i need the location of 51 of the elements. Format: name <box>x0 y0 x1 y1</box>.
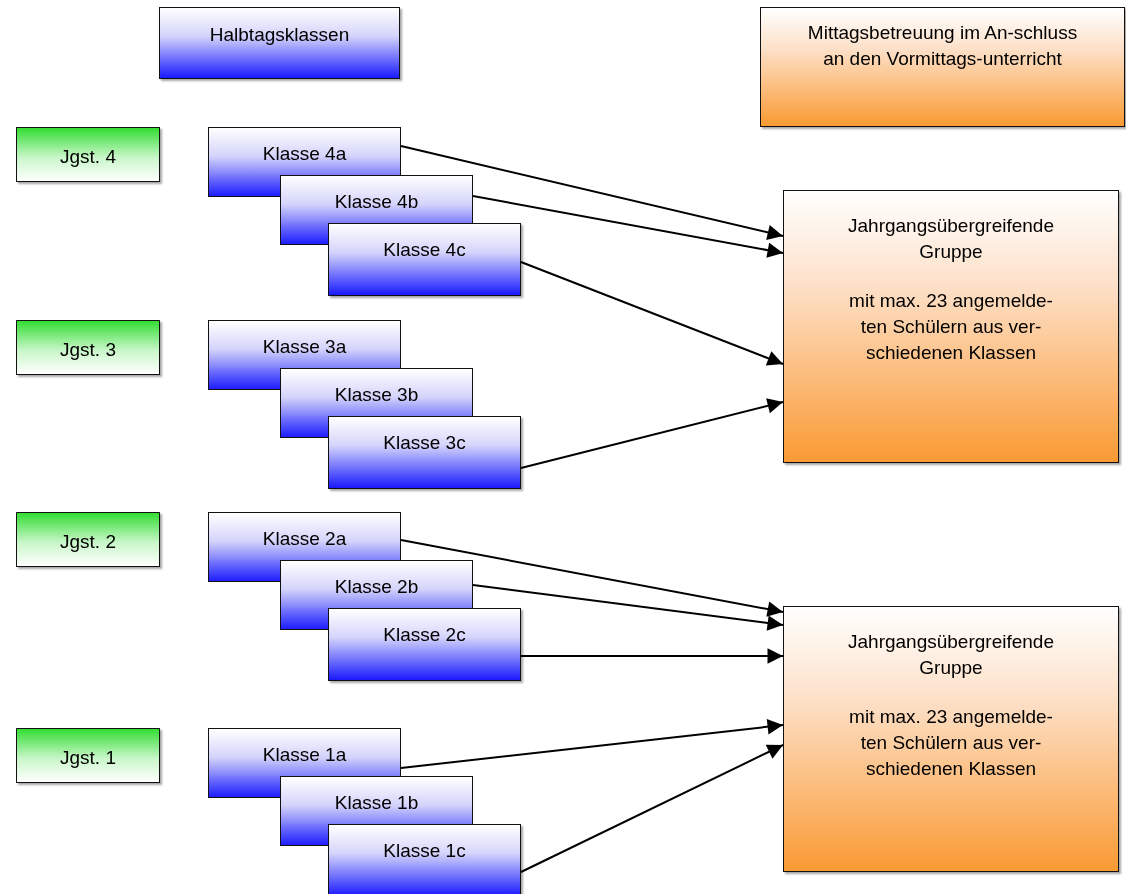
arrow <box>472 195 784 258</box>
arrow <box>400 145 784 240</box>
box-label: Jgst. 3 <box>59 338 117 362</box>
box-label: Klasse 4c <box>382 238 467 262</box>
header-box <box>159 7 400 79</box>
class-box <box>280 776 473 824</box>
arrow <box>400 539 784 617</box>
group-box <box>783 190 1119 463</box>
box-label: Jgst. 4 <box>59 145 117 169</box>
box-label: Mittagsbetreuung im An-schluss an den Vormittags-unterricht <box>806 21 1079 71</box>
group-title: Jahrgangsübergreifende Gruppe <box>847 630 1055 680</box>
class-box <box>328 223 521 296</box>
grade-box <box>16 320 160 375</box>
grade-box <box>16 728 160 783</box>
group-box <box>783 606 1119 872</box>
arrow <box>520 744 784 873</box>
box-label: Klasse 2c <box>382 623 467 647</box>
box-label: Klasse 4a <box>261 142 348 166</box>
box-label: Klasse 1a <box>261 743 348 767</box>
box-label: Klasse 4b <box>333 190 420 214</box>
box-label: Klasse 3a <box>261 335 348 359</box>
class-box <box>328 416 521 489</box>
group-description: mit max. 23 angemelde-ten Schülern aus ver-schiedenen Klassen <box>848 705 1054 781</box>
arrow <box>520 648 784 664</box>
arrow <box>520 261 784 366</box>
box-label: Klasse 3b <box>333 383 420 407</box>
box-label: Klasse 2b <box>333 575 420 599</box>
class-box <box>208 728 401 776</box>
grade-box <box>16 127 160 182</box>
box-label: Jgst. 2 <box>59 530 117 554</box>
box-label: Klasse 1c <box>382 839 467 863</box>
box-label: Klasse 3c <box>382 431 467 455</box>
group-description: mit max. 23 angemelde-ten Schülern aus ver-schiedenen Klassen <box>848 289 1054 365</box>
grade-box <box>16 512 160 567</box>
class-box <box>328 824 521 894</box>
header-box <box>760 7 1125 127</box>
box-label: Jgst. 1 <box>59 746 117 770</box>
class-box <box>208 512 401 560</box>
arrow <box>472 584 784 631</box>
box-label: Klasse 2a <box>261 527 348 551</box>
box-label: Klasse 1b <box>333 791 420 815</box>
class-box <box>208 320 401 368</box>
box-label: Halbtagsklassen <box>208 23 351 47</box>
class-box <box>280 560 473 608</box>
class-box <box>328 608 521 681</box>
class-box <box>280 175 473 223</box>
arrow <box>400 719 784 769</box>
group-title: Jahrgangsübergreifende Gruppe <box>847 214 1055 264</box>
class-box <box>208 127 401 175</box>
arrow <box>520 398 784 469</box>
class-box <box>280 368 473 416</box>
